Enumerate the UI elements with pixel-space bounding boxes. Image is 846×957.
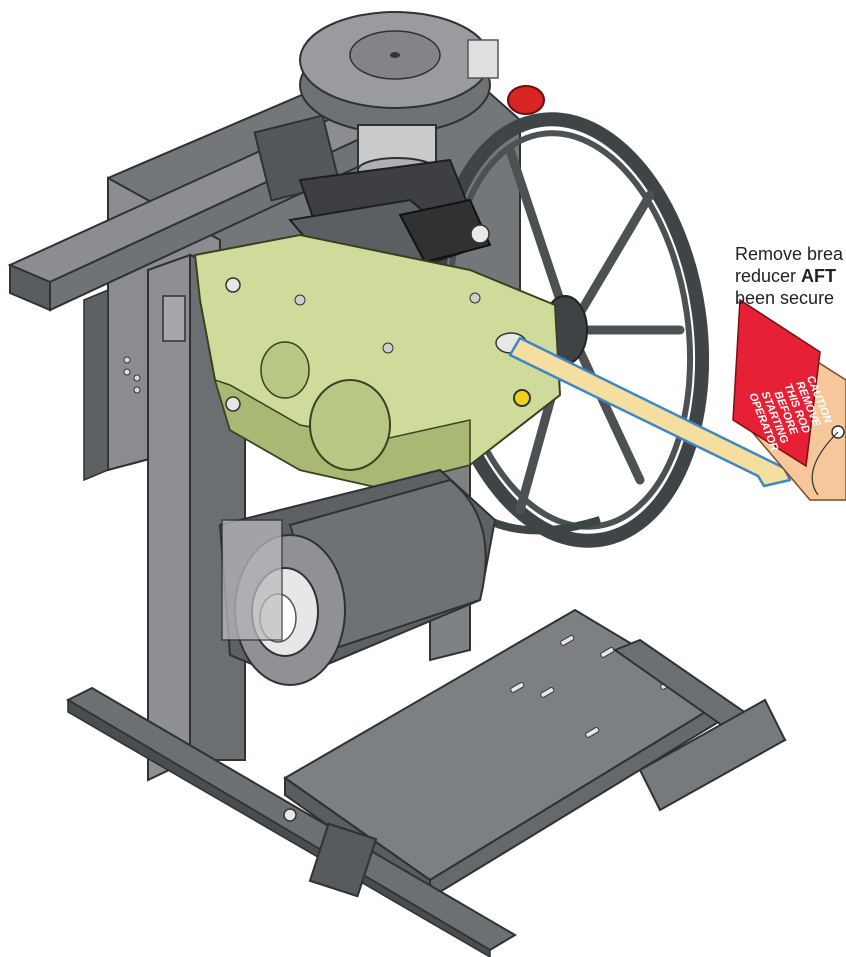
callout-text: Remove brea reducer AFT been secure <box>735 243 843 309</box>
pointer-arrow <box>508 336 792 488</box>
base-channel-legs <box>65 638 787 957</box>
caution-tag: CAUTION REMOVE THIS ROD BEFORE STARTING … <box>732 298 846 501</box>
callout-line-2: reducer AFT <box>735 265 843 287</box>
callout-line-2-prefix: reducer <box>735 266 802 286</box>
electric-motor <box>218 468 497 686</box>
callout-line-3: been secure <box>735 288 835 308</box>
callout-line-1: Remove brea <box>735 244 844 264</box>
square-tube-arm <box>7 108 393 312</box>
gear-reducer <box>193 233 562 490</box>
callout-line-2-bold: AFT <box>801 266 837 286</box>
